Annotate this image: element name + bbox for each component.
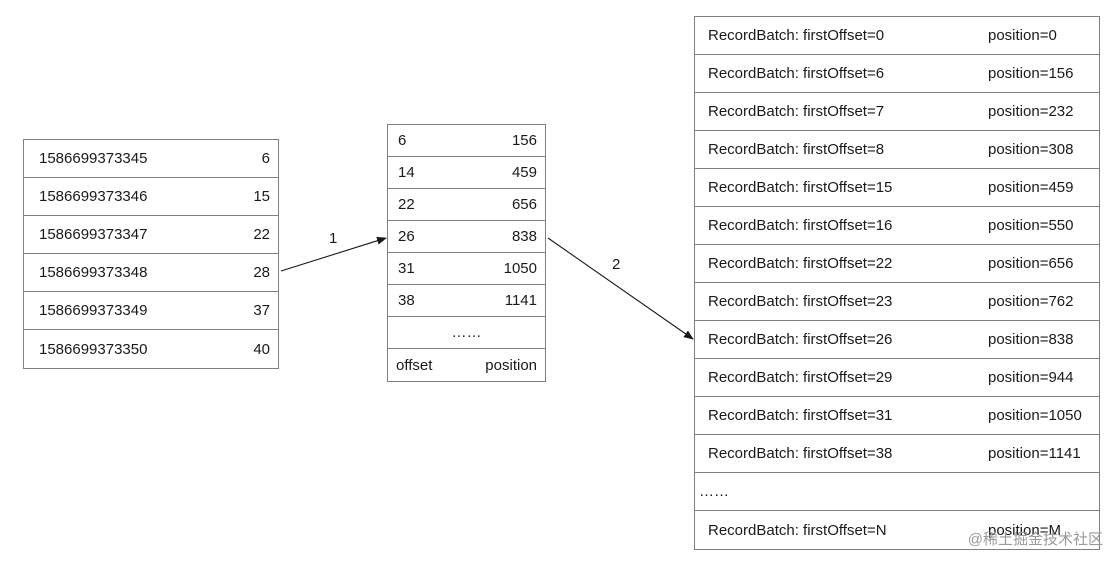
offset-index-header-row: offset position xyxy=(388,349,545,381)
arrow-timeindex-to-offsetindex xyxy=(280,236,387,272)
time-index-row: 1586699373348 28 xyxy=(24,254,278,292)
position-cell: 459 xyxy=(511,164,537,181)
record-batch-row: RecordBatch: firstOffset=31 position=105… xyxy=(695,397,1099,435)
position-cell: 1050 xyxy=(503,260,537,277)
record-batch-cell: RecordBatch: firstOffset=29 xyxy=(708,369,893,386)
offset-cell: 15 xyxy=(253,188,270,205)
record-batch-cell: RecordBatch: firstOffset=0 xyxy=(708,27,885,44)
position-cell: position=656 xyxy=(988,255,1074,272)
time-index-row: 1586699373346 15 xyxy=(24,178,278,216)
offset-cell: 26 xyxy=(398,228,415,245)
offset-index-row: 26 838 xyxy=(388,221,545,253)
position-cell: position=308 xyxy=(988,141,1074,158)
log-file-table: RecordBatch: firstOffset=0 position=0 Re… xyxy=(694,16,1100,550)
arrow-label-1: 1 xyxy=(329,230,338,247)
position-cell: 838 xyxy=(511,228,537,245)
arrow-label-2: 2 xyxy=(612,256,621,273)
position-cell: position=1141 xyxy=(988,445,1081,462)
time-index-row: 1586699373350 40 xyxy=(24,330,278,368)
record-batch-cell: RecordBatch: firstOffset=23 xyxy=(708,293,893,310)
timestamp-cell: 1586699373347 xyxy=(39,226,148,243)
position-cell: 656 xyxy=(511,196,537,213)
offset-cell: 22 xyxy=(398,196,415,213)
record-batch-row: RecordBatch: firstOffset=15 position=459 xyxy=(695,169,1099,207)
offset-cell: 40 xyxy=(253,340,270,358)
offset-index-row: 14 459 xyxy=(388,157,545,189)
position-cell: position=459 xyxy=(988,179,1074,196)
offset-cell: 22 xyxy=(253,226,270,243)
offset-cell: 6 xyxy=(261,150,270,167)
record-batch-cell: RecordBatch: firstOffset=38 xyxy=(708,445,893,462)
offset-index-row: 22 656 xyxy=(388,189,545,221)
position-cell: position=1050 xyxy=(988,407,1082,424)
record-batch-cell: RecordBatch: firstOffset=N xyxy=(708,521,887,539)
record-batch-cell: RecordBatch: firstOffset=16 xyxy=(708,217,893,234)
position-cell: 1141 xyxy=(504,292,537,309)
offset-index-row: 38 1141 xyxy=(388,285,545,317)
record-batch-row: RecordBatch: firstOffset=22 position=656 xyxy=(695,245,1099,283)
offset-index-table: 6 156 14 459 22 656 26 838 31 1050 38 11… xyxy=(387,124,546,382)
offset-index-row: 6 156 xyxy=(388,125,545,157)
record-batch-row: RecordBatch: firstOffset=6 position=156 xyxy=(695,55,1099,93)
record-batch-cell: RecordBatch: firstOffset=8 xyxy=(708,141,885,158)
log-file-ellipsis-row: …… xyxy=(695,473,1099,511)
offset-cell: 14 xyxy=(398,164,415,181)
ellipsis: …… xyxy=(451,324,482,341)
record-batch-cell: RecordBatch: firstOffset=31 xyxy=(708,407,893,424)
record-batch-row: RecordBatch: firstOffset=38 position=114… xyxy=(695,435,1099,473)
record-batch-row: RecordBatch: firstOffset=29 position=944 xyxy=(695,359,1099,397)
position-column-label: position xyxy=(485,356,537,374)
timestamp-cell: 1586699373350 xyxy=(39,340,148,358)
record-batch-row: RecordBatch: firstOffset=8 position=308 xyxy=(695,131,1099,169)
offset-cell: 37 xyxy=(253,302,270,319)
timestamp-cell: 1586699373345 xyxy=(39,150,148,167)
position-cell: position=550 xyxy=(988,217,1074,234)
offset-cell: 28 xyxy=(253,264,270,281)
record-batch-row: RecordBatch: firstOffset=7 position=232 xyxy=(695,93,1099,131)
timestamp-cell: 1586699373349 xyxy=(39,302,148,319)
record-batch-cell: RecordBatch: firstOffset=7 xyxy=(708,103,885,120)
time-index-row: 1586699373349 37 xyxy=(24,292,278,330)
timestamp-cell: 1586699373348 xyxy=(39,264,148,281)
time-index-row: 1586699373345 6 xyxy=(24,140,278,178)
record-batch-row: RecordBatch: firstOffset=16 position=550 xyxy=(695,207,1099,245)
record-batch-row: RecordBatch: firstOffset=0 position=0 xyxy=(695,17,1099,55)
record-batch-cell: RecordBatch: firstOffset=22 xyxy=(708,255,893,272)
record-batch-cell: RecordBatch: firstOffset=26 xyxy=(708,331,893,348)
offset-cell: 38 xyxy=(398,292,415,309)
offset-cell: 31 xyxy=(398,260,415,277)
position-cell: position=762 xyxy=(988,293,1074,310)
position-cell: position=156 xyxy=(988,65,1074,82)
offset-cell: 6 xyxy=(398,132,407,149)
offset-index-row: 31 1050 xyxy=(388,253,545,285)
record-batch-row: RecordBatch: firstOffset=23 position=762 xyxy=(695,283,1099,321)
time-index-table: 1586699373345 6 1586699373346 15 1586699… xyxy=(23,139,279,369)
arrow-offsetindex-to-logfile xyxy=(547,237,694,340)
offset-index-ellipsis-row: …… xyxy=(388,317,545,349)
record-batch-row: RecordBatch: firstOffset=26 position=838 xyxy=(695,321,1099,359)
position-cell: position=944 xyxy=(988,369,1074,386)
position-cell: position=838 xyxy=(988,331,1074,348)
record-batch-cell: RecordBatch: firstOffset=6 xyxy=(708,65,885,82)
offset-column-label: offset xyxy=(396,356,433,374)
record-batch-row-last: RecordBatch: firstOffset=N position=M xyxy=(695,511,1099,549)
position-cell: 156 xyxy=(511,132,537,149)
watermark: @稀土掘金技术社区 xyxy=(967,531,1103,548)
position-cell: position=232 xyxy=(988,103,1074,120)
ellipsis: …… xyxy=(699,483,729,500)
position-cell: position=M xyxy=(988,521,1061,539)
timestamp-cell: 1586699373346 xyxy=(39,188,148,205)
position-cell: position=0 xyxy=(988,27,1057,44)
record-batch-cell: RecordBatch: firstOffset=15 xyxy=(708,179,893,196)
time-index-row: 1586699373347 22 xyxy=(24,216,278,254)
